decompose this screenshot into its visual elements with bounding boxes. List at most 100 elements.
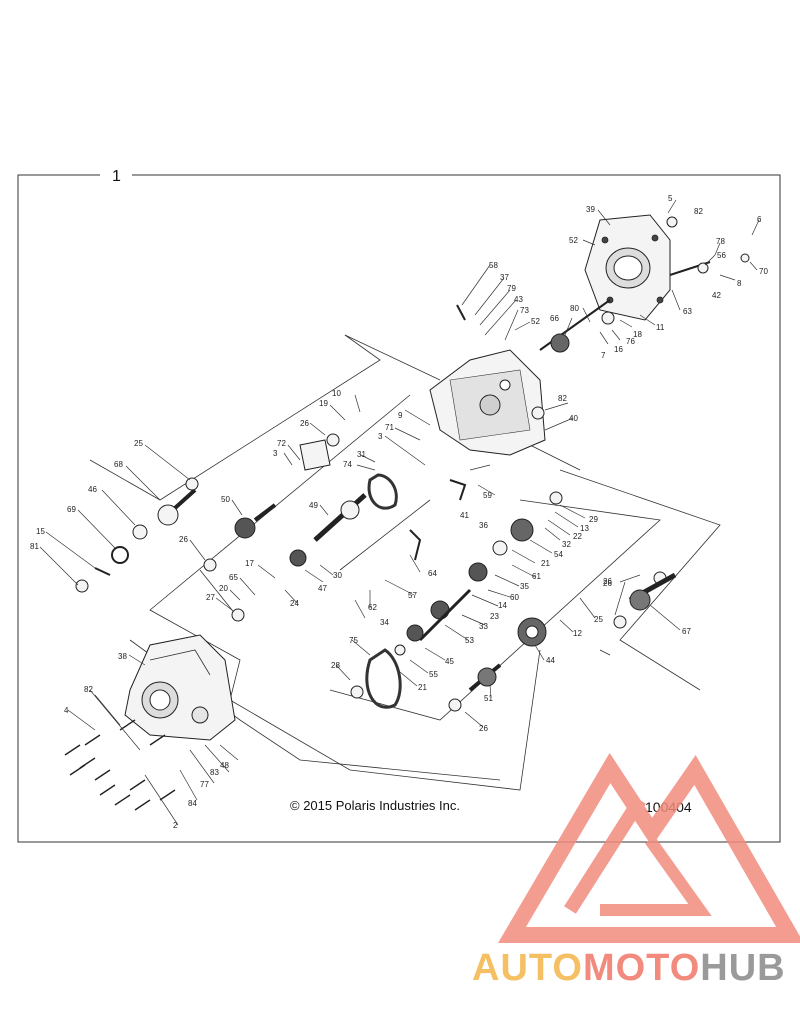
- callout-64: 64: [428, 569, 437, 578]
- callout-24: 24: [290, 599, 299, 608]
- callout-4: 4: [64, 706, 69, 715]
- callout-62: 62: [368, 603, 377, 612]
- callout-21b: 21: [418, 683, 427, 692]
- watermark-text: AUTOMOTOHUB: [472, 947, 786, 989]
- callout-82b: 82: [558, 394, 567, 403]
- callout-2: 2: [173, 821, 178, 830]
- callout-68: 68: [114, 460, 123, 469]
- callout-5: 5: [668, 194, 673, 203]
- callout-77: 77: [200, 780, 209, 789]
- callout-25b: 25: [594, 615, 603, 624]
- assembly-number: 1: [112, 168, 121, 185]
- callout-26d: 26: [479, 724, 488, 733]
- callout-34: 34: [380, 618, 389, 627]
- callout-49: 49: [309, 501, 318, 510]
- callout-52: 52: [569, 236, 578, 245]
- callout-73: 73: [520, 306, 529, 315]
- callout-52b: 52: [531, 317, 540, 326]
- callout-25: 25: [134, 439, 143, 448]
- watermark-moto: MOTO: [583, 947, 700, 989]
- callout-14: 14: [498, 601, 507, 610]
- callout-78: 78: [716, 237, 725, 246]
- callout-9: 9: [398, 411, 403, 420]
- copyright-text: © 2015 Polaris Industries Inc.: [290, 798, 460, 813]
- callout-83: 83: [210, 768, 219, 777]
- main-case-housing: [429, 299, 611, 456]
- callout-8: 8: [737, 279, 742, 288]
- callout-42: 42: [712, 291, 721, 300]
- callout-43: 43: [514, 295, 523, 304]
- callout-45: 45: [445, 657, 454, 666]
- callout-12: 12: [573, 629, 582, 638]
- callout-63: 63: [683, 307, 692, 316]
- callout-23: 23: [490, 612, 499, 621]
- callout-3: 3: [273, 449, 278, 458]
- callout-75: 75: [349, 636, 358, 645]
- callout-19: 19: [319, 399, 328, 408]
- watermark-auto: AUTO: [472, 947, 583, 989]
- callout-80: 80: [570, 304, 579, 313]
- callout-79: 79: [507, 284, 516, 293]
- callout-26a: 26: [300, 419, 309, 428]
- callout-50: 50: [221, 495, 230, 504]
- callout-66: 66: [550, 314, 559, 323]
- callout-13: 13: [580, 524, 589, 533]
- callout-40: 40: [569, 414, 578, 423]
- callout-56: 56: [717, 251, 726, 260]
- callout-84: 84: [188, 799, 197, 808]
- callout-57: 57: [408, 591, 417, 600]
- callout-82: 82: [694, 207, 703, 216]
- watermark-hub: HUB: [700, 947, 785, 989]
- callout-18: 18: [633, 330, 642, 339]
- front-case-housing: [124, 634, 236, 741]
- callout-53: 53: [465, 636, 474, 645]
- leader-lines: [39, 199, 760, 826]
- watermark-logo: [498, 752, 800, 943]
- callout-17: 17: [245, 559, 254, 568]
- callout-74: 74: [343, 460, 352, 469]
- callout-3b: 3: [378, 432, 383, 441]
- callout-11: 11: [656, 323, 665, 332]
- callout-60: 60: [510, 593, 519, 602]
- callout-26e: 26: [603, 577, 612, 586]
- callout-76: 76: [626, 337, 635, 346]
- callout-59: 59: [483, 491, 492, 500]
- callout-26b: 26: [179, 535, 188, 544]
- callout-55: 55: [429, 670, 438, 679]
- callout-labels: 39 5 82 6 52 78 56 70 42 8 63 58 37 79 4…: [30, 194, 768, 830]
- callout-61: 61: [532, 572, 541, 581]
- callout-47: 47: [318, 584, 327, 593]
- callout-81: 81: [30, 542, 39, 551]
- callout-15: 15: [36, 527, 45, 536]
- callout-6: 6: [757, 215, 762, 224]
- callout-20: 20: [219, 584, 228, 593]
- callout-27: 27: [206, 593, 215, 602]
- callout-71: 71: [385, 423, 394, 432]
- callout-21: 21: [541, 559, 550, 568]
- diagram-frame: 1: [17, 168, 781, 843]
- callout-16: 16: [614, 345, 623, 354]
- callout-36: 36: [479, 521, 488, 530]
- callout-10: 10: [332, 389, 341, 398]
- rear-cover-housing: [584, 214, 671, 321]
- callout-46: 46: [88, 485, 97, 494]
- callout-58: 58: [489, 261, 498, 270]
- callout-35: 35: [520, 582, 529, 591]
- callout-70: 70: [759, 267, 768, 276]
- callout-26c: 26: [603, 579, 612, 588]
- callout-69: 69: [67, 505, 76, 514]
- callout-22: 22: [573, 532, 582, 541]
- callout-72: 72: [277, 439, 286, 448]
- callout-82c: 82: [84, 685, 93, 694]
- callout-54: 54: [554, 550, 563, 559]
- callout-28: 28: [331, 661, 340, 670]
- callout-41: 41: [460, 511, 469, 520]
- callout-37: 37: [500, 273, 509, 282]
- callout-33: 33: [479, 622, 488, 631]
- drive-chain: [365, 473, 402, 709]
- callout-32: 32: [562, 540, 571, 549]
- callout-48: 48: [220, 761, 229, 770]
- callout-38: 38: [118, 652, 127, 661]
- fastener-bolts: [64, 719, 176, 811]
